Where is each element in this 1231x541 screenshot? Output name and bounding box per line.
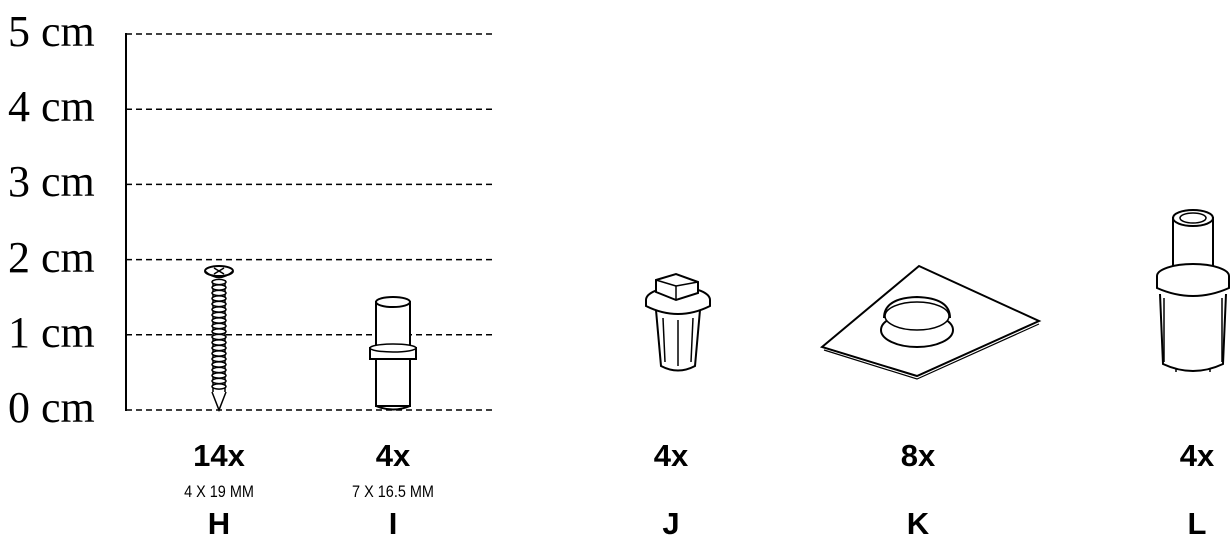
part-letter: K [906,506,930,541]
part-letter: L [1187,506,1207,541]
scale-tick-label: 4 cm [8,82,95,132]
part-quantity: 14x [193,438,245,473]
scale-tick-label: 1 cm [8,307,95,357]
cam-connector-icon [645,272,711,372]
part-letter: H [207,506,231,541]
part-quantity: 8x [900,438,936,473]
scale-tick-label: 5 cm [8,7,95,56]
part-quantity: 4x [375,438,411,473]
part-letter: I [388,506,398,541]
part-letter: J [662,506,680,541]
scale-tick-label: 3 cm [8,157,95,207]
wood-screw-icon [204,265,234,413]
scale-tick-label: 0 cm [8,383,95,432]
adhesive-bumper-pad-icon [819,264,1042,380]
scale-tick-label: 2 cm [8,232,95,282]
dowel-pin-icon [369,296,417,411]
part-quantity: 4x [1179,438,1215,473]
part-quantity: 4x [653,438,689,473]
shelf-support-pin-icon [1156,209,1230,372]
part-dimensions: 4 X 19 MM [184,482,254,501]
part-dimensions: 7 X 16.5 MM [352,482,434,501]
